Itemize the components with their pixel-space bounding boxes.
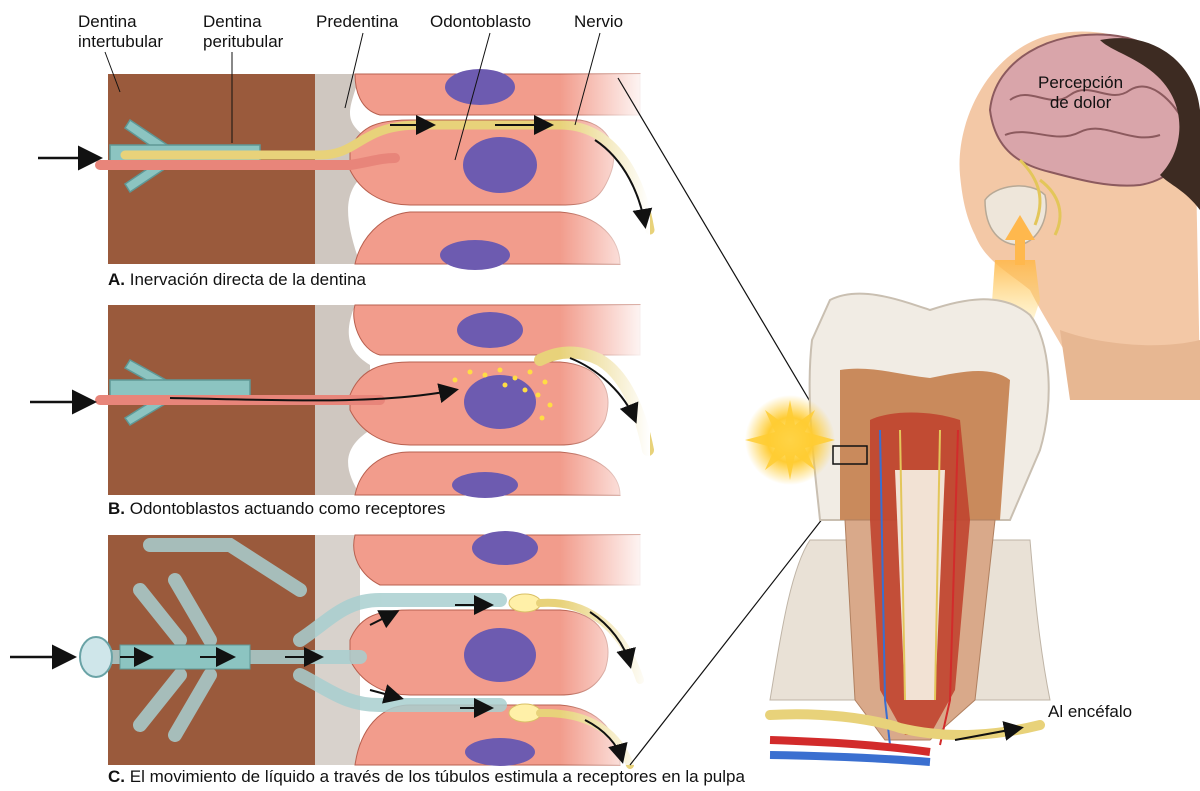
caption-panel-c: C. El movimiento de líquido a través de …: [108, 767, 745, 787]
nucleus: [445, 69, 515, 105]
nucleus: [457, 312, 523, 348]
fluid-droplet: [80, 637, 112, 677]
label-al-encefalo: Al encéfalo: [1048, 702, 1132, 722]
panel-a: [38, 69, 650, 270]
label-odontoblasto: Odontoblasto: [430, 12, 531, 32]
nucleus: [465, 738, 535, 766]
caption-panel-a: A. Inervación directa de la dentina: [108, 270, 366, 290]
label-predentina: Predentina: [316, 12, 398, 32]
nucleus: [463, 137, 537, 193]
nucleus: [452, 472, 518, 498]
nucleus: [464, 628, 536, 682]
nucleus: [440, 240, 510, 270]
panel-b: [30, 305, 650, 498]
panel-c: [10, 531, 650, 766]
label-nervio: Nervio: [574, 12, 623, 32]
caption-panel-b: B. Odontoblastos actuando como receptore…: [108, 499, 445, 519]
label-percepcion: Percepción de dolor: [1038, 73, 1123, 113]
nucleus: [472, 531, 538, 565]
tooth-illustration: [745, 294, 1050, 762]
nucleus: [464, 375, 536, 429]
label-dentina-intertubular: Dentina intertubular: [78, 12, 163, 52]
label-dentina-peritubular: Dentina peritubular: [203, 12, 283, 52]
